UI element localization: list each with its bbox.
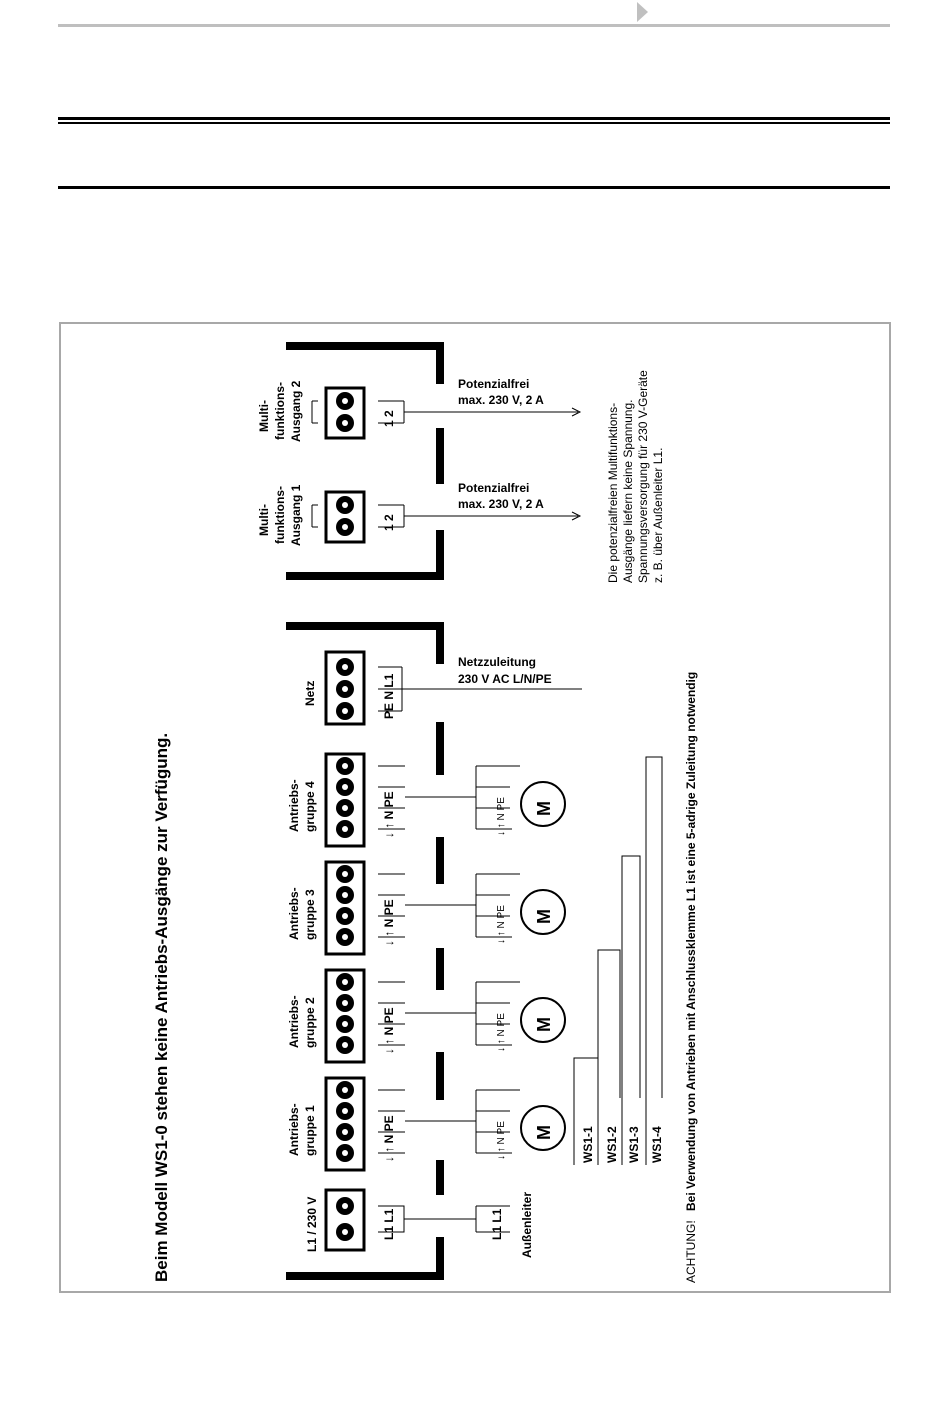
section-rule-double [58,117,890,125]
group-2-label: gruppe 2 [303,997,317,1048]
netz-terminal-labels: PE N L1 [382,673,396,719]
motor-label: M [534,1017,554,1032]
group-3-terminal-labels: ↓ ↑ N PE [382,899,396,946]
group-2-label: Antriebs- [287,995,301,1048]
group-3-label: gruppe 3 [303,889,317,940]
motor-1-terminals: ↓ ↑ N PE [496,1121,507,1160]
note-line: Spannungsversorgung für 230 V-Geräte [636,370,650,583]
mf2-terminal-labels: 1 2 [382,410,396,427]
mf2-label: Ausgang 2 [289,380,303,442]
model-label-ws1-4: WS1-4 [650,1126,664,1163]
mf1-label: funktions- [273,486,287,544]
mf1-label: Multi- [257,504,271,536]
motor-label: M [534,909,554,924]
mf1-terminal-labels: 1 2 [382,514,396,531]
motor-2-terminals: ↓ ↑ N PE [496,1013,507,1052]
supply-terminal-labels: L1 L1 [382,1208,396,1240]
group-4-terminal-labels: ↓ ↑ N PE [382,791,396,838]
model-label-ws1-1: WS1-1 [581,1126,595,1163]
motor-label: M [534,801,554,816]
model-label-ws1-3: WS1-3 [627,1126,641,1163]
mf2-output-line1: Potenzialfrei [458,377,529,391]
group-1-label: gruppe 1 [303,1105,317,1156]
mf2-label: Multi- [257,400,271,432]
motor-label: M [534,1125,554,1140]
mf1-label: Ausgang 1 [289,484,303,546]
wires [311,400,663,1233]
note-line: Die potenzialfreien Multifunktions- [606,403,620,583]
triangle-right-icon[interactable] [637,2,648,22]
group-1-label: Antriebs- [287,1103,301,1156]
motors [520,781,566,1151]
netz-label: Netz [303,681,317,706]
group-4-label: gruppe 4 [303,781,317,832]
motor-4-terminals: ↓ ↑ N PE [496,797,507,836]
group-1-terminal-labels: ↓ ↑ N PE [382,1115,396,1162]
terminal-blocks [324,386,366,1252]
group-2-terminal-labels: ↓ ↑ N PE [382,1007,396,1054]
mf2-output-line2: max. 230 V, 2 A [458,393,544,407]
section-rule [58,186,890,189]
group-4-label: Antriebs- [287,779,301,832]
motor-3-terminals: ↓ ↑ N PE [496,905,507,944]
diagram-title: Beim Modell WS1-0 stehen keine Antriebs-… [152,733,171,1282]
bus-bar [286,342,444,1280]
diagram-frame [59,322,891,1293]
external-conductor-label: Außenleiter [520,1192,534,1258]
warning-text: Bei Verwendung von Antrieben mit Anschlu… [684,672,698,1211]
model-label-ws1-2: WS1-2 [605,1126,619,1163]
mf2-label: funktions- [273,382,287,440]
group-3-label: Antriebs- [287,887,301,940]
header-rule [58,24,890,27]
netz-line2: 230 V AC L/N/PE [458,672,552,686]
mf1-output-line1: Potenzialfrei [458,481,529,495]
warning-prefix: ACHTUNG! [684,1220,698,1283]
external-terminal-labels: L1 L1 [490,1208,504,1240]
netz-line1: Netzzuleitung [458,655,536,669]
note-line: Ausgänge liefern keine Spannung. [621,400,635,583]
mf1-output-line2: max. 230 V, 2 A [458,497,544,511]
note-line: z. B. über Außenleiter L1. [651,448,665,583]
supply-label: L1 / 230 V [305,1197,319,1252]
